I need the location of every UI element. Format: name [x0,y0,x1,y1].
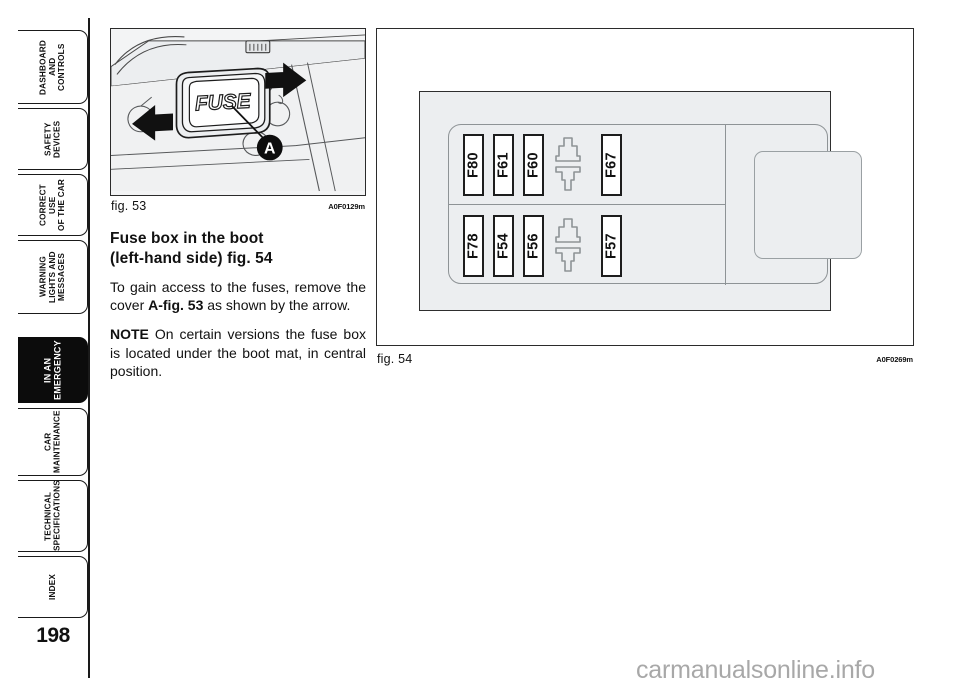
fuse-label: F61 [495,152,512,178]
fuse-label: F56 [525,233,542,259]
fuse-label: F78 [465,233,482,259]
para1-text-c: as shown by the arrow. [203,297,351,314]
fuse-label: F80 [465,152,482,178]
figure-54-code: A0F0269m [876,355,913,364]
fuse-box-housing: F80 F61 F60 F67 F78 F54 F56 F57 [419,91,862,311]
fuse-f54[interactable]: F54 [493,215,514,277]
fuse-f80[interactable]: F80 [463,134,484,196]
svg-text:FUSE: FUSE [194,90,252,116]
watermark: carmanualsonline.info [636,656,876,684]
figure-53-caption: fig. 53 A0F0129m [110,199,366,221]
sidebar-tab-technical-specifications[interactable]: TECHNICAL SPECIFICATIONS [18,480,88,552]
svg-text:A: A [264,141,276,158]
fuse-label: F54 [495,233,512,259]
fuse-row-bottom: F78 F54 F56 F57 [449,206,726,285]
empty-slot-icon [555,218,581,272]
sidebar-tab-label: CORRECT USE OF THE CAR [38,178,67,232]
fuse-f61[interactable]: F61 [493,134,514,196]
empty-fuse-slot[interactable] [554,134,582,196]
empty-slot-icon [555,137,581,191]
sidebar-tab-label: DASHBOARD AND CONTROLS [38,39,67,95]
fuse-cover-line-drawing: FUSE A [111,29,365,195]
para1-ref-bold: A-fig. 53 [148,297,204,314]
fuse-f78[interactable]: F78 [463,215,484,277]
fuse-label: F67 [603,152,620,178]
figure-54-caption: fig. 54 A0F0269m [376,352,914,372]
article-text: Fuse box in the boot (left-hand side) fi… [110,229,366,380]
sidebar-tab-correct-use-of-the-car[interactable]: CORRECT USE OF THE CAR [18,174,88,236]
section-heading: Fuse box in the boot (left-hand side) fi… [110,229,366,268]
sidebar-tab-in-an-emergency[interactable]: IN AN EMERGENCY [18,337,88,403]
sidebar-tab-label: WARNING LIGHTS AND MESSAGES [38,251,67,303]
sidebar-tab-label: TECHNICAL SPECIFICATIONS [43,480,62,552]
note-keyword: NOTE [110,326,149,343]
para1-text-a: To gain access to the fuses, remove the … [110,279,366,314]
sidebar-tab-label: IN AN EMERGENCY [42,340,63,400]
paragraph-note: NOTE On certain versions the fuse box is… [110,325,366,380]
figure-54-label: fig. 54 [377,352,413,366]
sidebar-tab-rail: DASHBOARD AND CONTROLS SAFETY DEVICES CORR… [0,0,92,692]
sidebar-tab-label: INDEX [47,573,57,601]
figure-54-image: F80 F61 F60 F67 F78 F54 F56 F57 [376,28,914,346]
fuse-f56[interactable]: F56 [523,215,544,277]
fuse-label: F60 [525,152,542,178]
fuse-f67[interactable]: F67 [601,134,622,196]
sidebar-tab-dashboard-and-controls[interactable]: DASHBOARD AND CONTROLS [18,30,88,104]
sidebar-tab-index[interactable]: INDEX [18,556,88,618]
sidebar-tab-safety-devices[interactable]: SAFETY DEVICES [18,108,88,170]
relay-socket-area [754,151,862,259]
fuse-panel: F80 F61 F60 F67 F78 F54 F56 F57 [448,124,862,285]
fuse-row-top: F80 F61 F60 F67 [449,125,726,204]
left-content-column: FUSE A fig. 53 A0F0129m Fuse box in the … [110,28,368,391]
heading-line-2: (left-hand side) fig. 54 [110,249,273,267]
figure-53-image: FUSE A [110,28,366,196]
note-text: On certain versions the fuse box is loca… [110,326,366,379]
sidebar-vertical-rule [88,18,90,678]
sidebar-tab-car-maintenance[interactable]: CAR MAINTENANCE [18,408,88,476]
fuse-label: F57 [603,233,620,259]
fuse-f60[interactable]: F60 [523,134,544,196]
fuse-f57[interactable]: F57 [601,215,622,277]
panel-divider-vertical [725,125,727,285]
panel-divider-horizontal [449,204,726,206]
page-number: 198 [36,624,70,647]
sidebar-tab-label: SAFETY DEVICES [43,120,62,158]
figure-53-code: A0F0129m [328,202,365,211]
sidebar-tab-warning-lights-and-messages[interactable]: WARNING LIGHTS AND MESSAGES [18,240,88,314]
empty-fuse-slot[interactable] [554,215,582,277]
figure-53-label: fig. 53 [111,199,147,213]
paragraph-access-instructions: To gain access to the fuses, remove the … [110,278,366,314]
heading-line-1: Fuse box in the boot [110,230,264,247]
sidebar-tab-label: CAR MAINTENANCE [43,410,62,474]
